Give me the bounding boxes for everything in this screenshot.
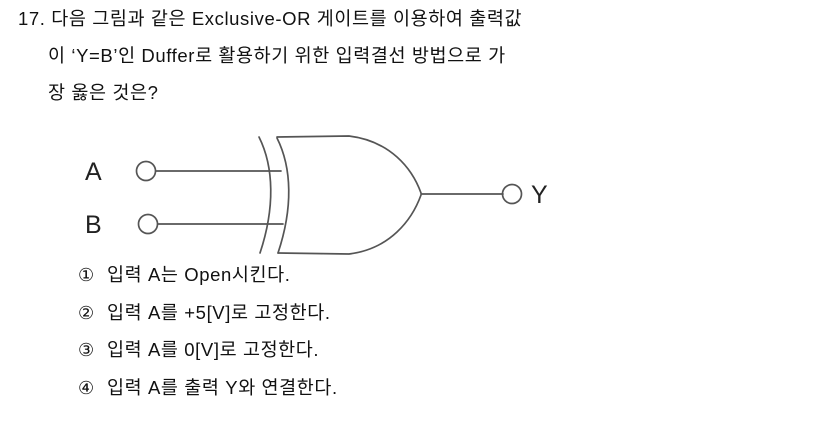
choice-option-4[interactable]: ④ 입력 A를 출력 Y와 연결한다. <box>0 376 826 417</box>
question-line-2: 이 ‘Y=B’인 Duffer로 활용하기 위한 입력결선 방법으로 가 <box>48 45 506 66</box>
choice-text-3: 입력 A를 0[V]로 고정한다. <box>107 339 320 360</box>
choice-marker-2: ② <box>78 302 95 323</box>
choice-marker-4: ④ <box>78 377 95 398</box>
input-b-terminal-icon <box>137 213 159 235</box>
choice-option-3[interactable]: ③ 입력 A를 0[V]로 고정한다. <box>0 339 826 379</box>
xor-gate-drawing: A B Y <box>85 135 548 255</box>
output-label: Y <box>531 181 548 209</box>
output-terminal-icon <box>501 183 523 205</box>
exclusive-or-gate-figure: A B Y <box>0 120 620 270</box>
choice-text-2: 입력 A를 +5[V]로 고정한다. <box>107 301 331 323</box>
choice-text-4: 입력 A를 출력 Y와 연결한다. <box>107 376 338 398</box>
input-a-label: A <box>85 158 102 186</box>
choice-option-1[interactable]: ① 입력 A는 Open시킨다. <box>0 264 826 304</box>
xor-body-bottom <box>277 194 422 255</box>
choice-marker-1: ① <box>78 265 95 285</box>
question-line-1: 17. 다음 그림과 같은 Exclusive-OR 게이트를 이용하여 출력값 <box>18 8 523 29</box>
question-line-3: 장 옳은 것은? <box>48 82 159 103</box>
xor-body-top <box>276 135 422 194</box>
xor-inner-arc <box>276 137 290 254</box>
xor-outer-arc <box>258 136 272 254</box>
input-a-terminal-icon <box>135 160 157 182</box>
choice-option-2[interactable]: ② 입력 A를 +5[V]로 고정한다. <box>0 301 826 342</box>
choice-marker-3: ③ <box>78 340 95 360</box>
input-b-label: B <box>85 211 102 239</box>
question-block: 17. 다음 그림과 같은 Exclusive-OR 게이트를 이용하여 출력값… <box>0 0 826 111</box>
answer-choices-list: ① 입력 A는 Open시킨다. ② 입력 A를 +5[V]로 고정한다. ③ … <box>0 264 826 417</box>
choice-text-1: 입력 A는 Open시킨다. <box>107 264 291 285</box>
